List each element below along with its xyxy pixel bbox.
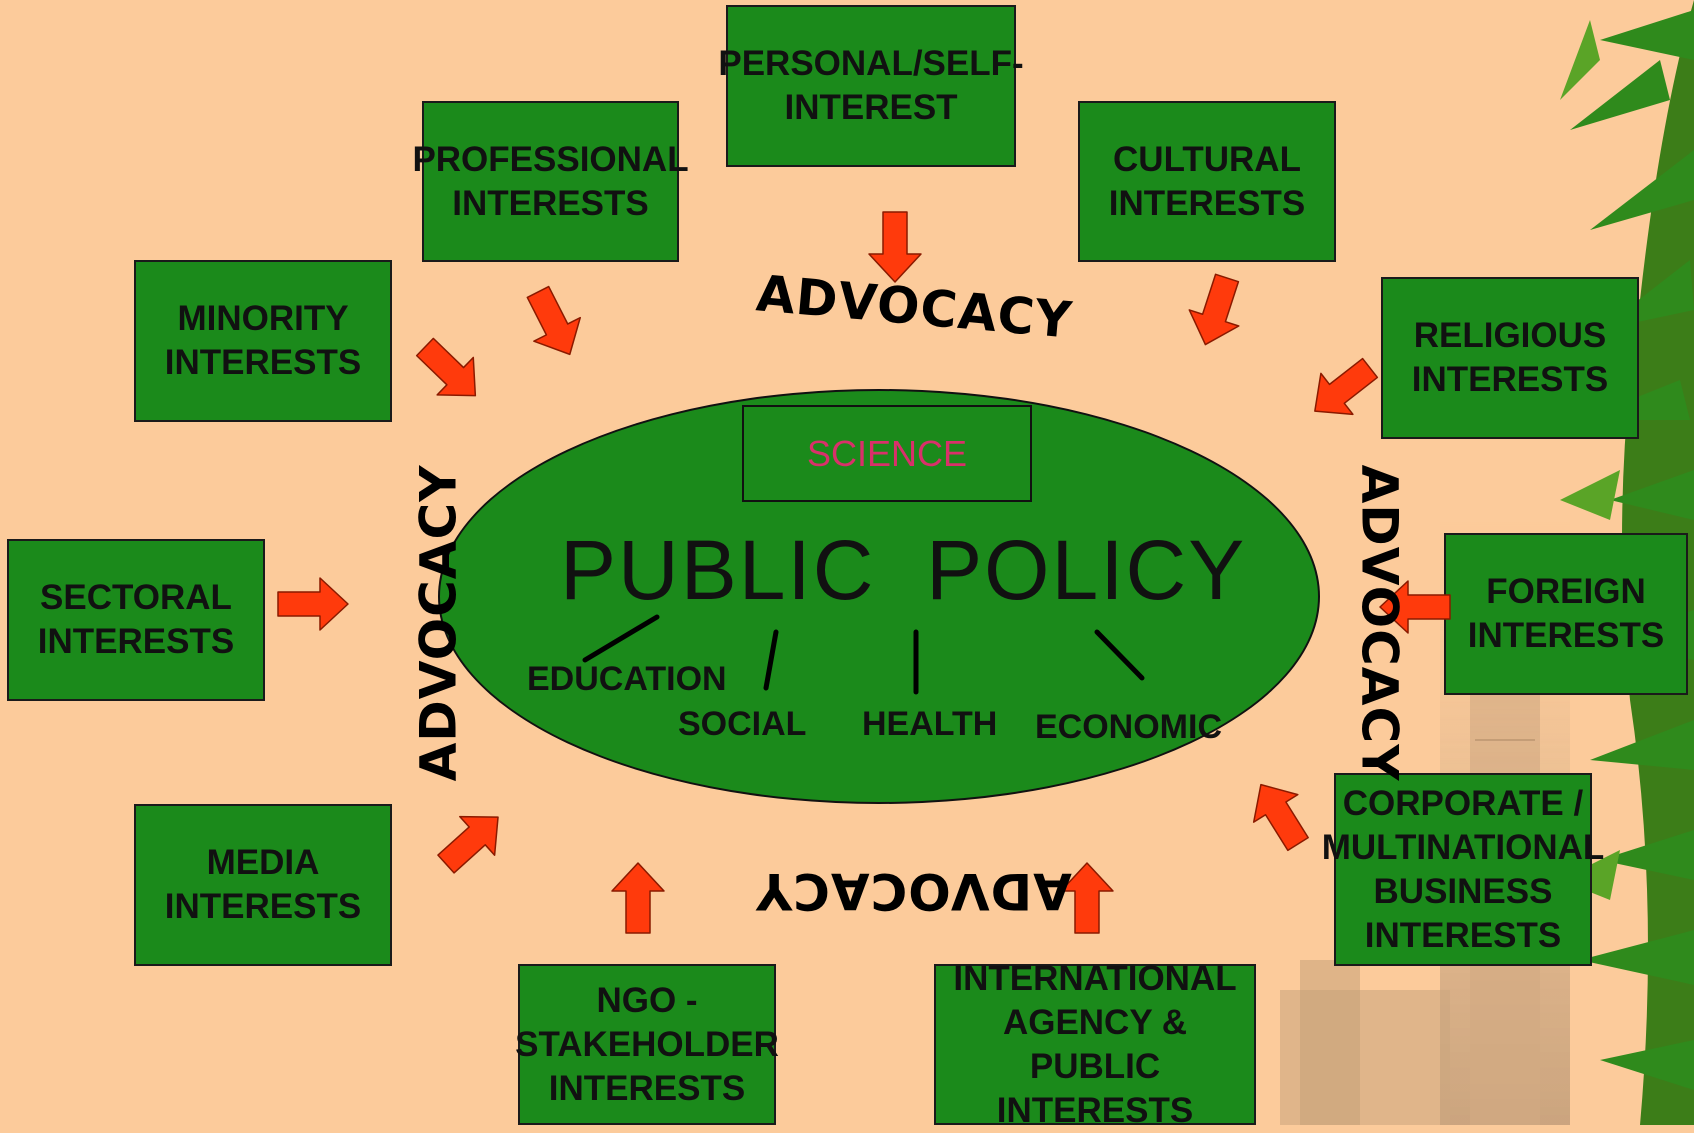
box-line: STAKEHOLDER [515, 1024, 779, 1064]
advocacy-label-bottom: ADVOCACY [755, 862, 1072, 920]
economic-branch-line [1094, 629, 1145, 681]
media-interests-box: MEDIA INTERESTS [134, 804, 392, 966]
sectoral-interests-box: SECTORAL INTERESTS [7, 539, 265, 701]
box-line: MINORITY [177, 299, 349, 338]
box-line: INTERESTS [164, 887, 362, 926]
box-line: INTERESTS [452, 183, 649, 223]
box-line: MEDIA [206, 843, 320, 882]
box-line: INTERESTS [1411, 360, 1609, 399]
education-label: EDUCATION [527, 660, 727, 698]
box-line: INTERESTS [164, 343, 362, 382]
box-line: CULTURAL [1113, 139, 1301, 179]
box-line: NGO - [596, 980, 698, 1020]
box-line: INTERNATIONAL [953, 958, 1237, 998]
economic-label: ECONOMIC [1035, 708, 1222, 746]
advocacy-label-left: ADVOCACY [409, 464, 468, 782]
box-line: RELIGIOUS [1413, 316, 1607, 355]
arrow-from-media [437, 815, 499, 874]
box-line: INTERESTS [1364, 915, 1562, 955]
box-line: FOREIGN [1486, 572, 1646, 611]
box-line: SECTORAL [40, 578, 232, 617]
box-line: AGENCY & PUBLIC [1002, 1002, 1188, 1086]
arrow-from-professional [526, 285, 581, 356]
social-branch-line [763, 629, 779, 691]
box-line: INTERESTS [1108, 183, 1306, 223]
box-line: INTERESTS [37, 622, 235, 661]
arrow-from-religious [1314, 357, 1379, 416]
box-line: INTERESTS [996, 1090, 1194, 1130]
public-policy-title: PUBLIC POLICY [560, 523, 1247, 617]
box-line: PERSONAL/SELF- [718, 44, 1024, 83]
arrow-from-cultural [1188, 273, 1240, 346]
box-line: PROFESSIONAL [412, 139, 689, 179]
arrow-from-personal [868, 211, 922, 283]
health-label: HEALTH [862, 705, 998, 743]
personal-interest-box: PERSONAL/SELF- INTEREST [718, 5, 1024, 167]
box-line: INTERESTS [1467, 616, 1665, 655]
education-branch-line [582, 614, 660, 663]
box-line: CORPORATE / [1342, 783, 1584, 823]
foreign-interests-box: FOREIGN INTERESTS [1444, 533, 1688, 695]
box-line: BUSINESS [1373, 871, 1553, 911]
advocacy-label-right: ADVOCACY [1350, 464, 1409, 782]
social-label: SOCIAL [678, 705, 807, 743]
box-line: INTERESTS [548, 1068, 746, 1108]
public-policy-ellipse [438, 389, 1320, 804]
box-line: MULTINATIONAL [1321, 827, 1605, 867]
box-line: INTEREST [784, 88, 958, 127]
religious-interests-box: RELIGIOUS INTERESTS [1381, 277, 1639, 439]
arrow-from-minority [415, 337, 477, 397]
arrow-from-corporate [1252, 783, 1309, 852]
arrow-from-ngo [611, 862, 665, 934]
arrow-from-foreign [1379, 580, 1451, 634]
science-label: SCIENCE [806, 432, 968, 474]
minority-interests-box: MINORITY INTERESTS [134, 260, 392, 422]
science-box: SCIENCE [742, 405, 1032, 502]
arrow-from-international [1060, 862, 1114, 934]
arrow-from-sectoral [277, 577, 349, 631]
